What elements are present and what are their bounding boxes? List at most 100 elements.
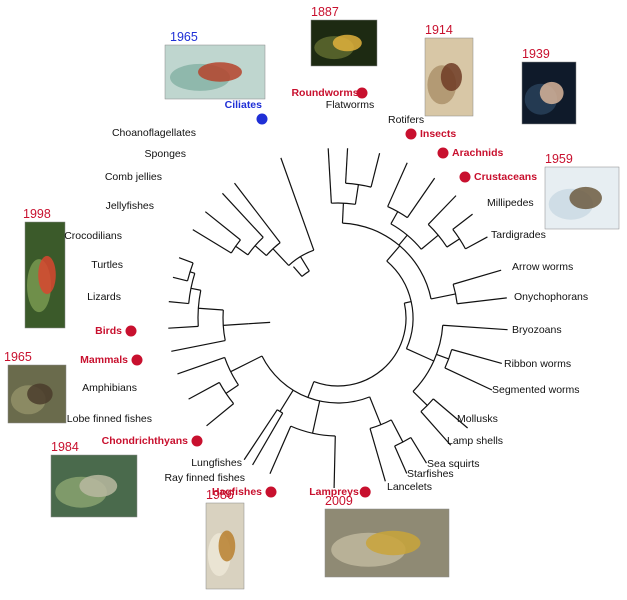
taxon-label-lobe-finned-fishes: Lobe finned fishes <box>67 413 152 425</box>
taxon-label-rotifers: Rotifers <box>388 114 424 126</box>
photo-year: 1986 <box>206 488 234 502</box>
taxon-label-chondrichthyans: Chondrichthyans <box>102 435 188 447</box>
tree-branch <box>404 301 412 304</box>
photo-subject <box>79 474 118 498</box>
tree-branch <box>168 325 199 329</box>
taxon-label-crustaceans: Crustaceans <box>474 171 537 183</box>
tree-arc <box>342 222 432 300</box>
tree-branch <box>406 177 436 218</box>
taxon-label-comb-jellies: Comb jellies <box>105 171 162 183</box>
taxon-label-sponges: Sponges <box>145 148 186 160</box>
tree-branch <box>420 411 452 446</box>
tree-branch <box>410 437 427 464</box>
tree-branch <box>230 355 263 373</box>
photo-year: 1887 <box>311 5 339 19</box>
tree-branch <box>178 257 194 264</box>
taxon-label-amphibians: Amphibians <box>82 382 137 394</box>
hagfish-photo: 1986 <box>205 488 245 590</box>
taxon-label-bryozoans: Bryozoans <box>512 324 562 336</box>
marker-dot-birds <box>125 325 137 337</box>
tree-branch <box>204 211 241 241</box>
photo-subject <box>365 530 421 556</box>
tree-branch <box>451 348 502 364</box>
photo-year: 1939 <box>522 47 550 61</box>
tree-branch <box>234 182 281 244</box>
tree-branches <box>168 148 508 488</box>
photo-subject <box>539 81 564 105</box>
taxon-label-segmented-worms: Segmented worms <box>492 384 580 396</box>
tree-branch <box>172 276 188 282</box>
tree-branch <box>299 256 310 272</box>
tree-branch <box>243 409 278 461</box>
water-flea-photo: 1959 <box>544 152 620 230</box>
tree-arc <box>186 262 194 282</box>
tree-branch <box>452 269 502 285</box>
finch-photo: 1998 <box>23 207 66 329</box>
taxon-label-jellyfishes: Jellyfishes <box>106 200 154 212</box>
tree-branch <box>442 324 508 331</box>
photo-subject <box>440 62 462 92</box>
tree-branch <box>370 153 381 188</box>
tree-branch <box>398 234 408 246</box>
tree-branch <box>390 419 404 443</box>
tree-arc <box>452 229 466 250</box>
tree-branch <box>390 211 399 225</box>
lamprey-photo: 2009 <box>324 494 450 578</box>
photo-subject <box>569 186 602 210</box>
tree-branch <box>248 321 271 325</box>
tree-branch <box>190 287 201 291</box>
tree-arc <box>197 290 202 327</box>
tree-arc <box>218 382 235 404</box>
tree-branch <box>444 367 493 391</box>
marker-dot-arachnids <box>437 147 449 159</box>
tree-branch <box>206 403 234 427</box>
tree-branch <box>252 412 284 466</box>
marker-dot-hagfishes <box>265 486 277 498</box>
tree-branch <box>327 148 332 204</box>
taxon-label-lizards: Lizards <box>87 291 121 303</box>
tree-arc <box>261 355 370 404</box>
shrew-photo: 1965 <box>4 350 67 424</box>
taxon-label-lancelets: Lancelets <box>387 481 432 493</box>
taxon-label-birds: Birds <box>95 325 122 337</box>
tree-branch <box>311 400 321 434</box>
photo-year: 1998 <box>23 207 51 221</box>
marker-dot-lampreys <box>359 486 371 498</box>
photo-year: 1965 <box>4 350 32 364</box>
tree-branch <box>189 271 195 274</box>
tree-branch <box>235 245 249 256</box>
taxon-label-mammals: Mammals <box>80 354 128 366</box>
tree-branch <box>420 234 439 250</box>
tree-branch <box>436 353 449 360</box>
tree-arc <box>230 239 241 254</box>
photo-subject <box>198 62 242 82</box>
tree-branch <box>406 348 435 362</box>
taxon-label-insects: Insects <box>420 128 456 140</box>
taxon-label-lamp-shells: Lamp shells <box>447 435 503 447</box>
taxon-label-lungfishes: Lungfishes <box>191 457 242 469</box>
taxon-label-sea-squirts: Sea squirts <box>427 458 480 470</box>
tree-branch <box>225 384 239 394</box>
photo-subject <box>332 34 362 52</box>
tree-branch <box>177 356 225 375</box>
photo-year: 1965 <box>170 30 198 44</box>
tree-arc <box>313 302 407 387</box>
tree-branch <box>452 213 473 230</box>
tree-branch <box>427 195 457 225</box>
tree-branch <box>307 381 315 398</box>
taxon-label-ribbon-worms: Ribbon worms <box>504 358 571 370</box>
tree-arc <box>420 398 434 413</box>
taxon-label-turtles: Turtles <box>91 259 123 271</box>
photo-subject <box>27 383 53 405</box>
tree-arc <box>331 202 356 205</box>
tree-branch <box>386 245 401 262</box>
taxon-label-ray-finned-fishes: Ray finned fishes <box>164 472 245 484</box>
tree-branch <box>394 445 408 474</box>
roundworm-photo: 1887 <box>310 5 378 67</box>
taxon-label-lampreys: Lampreys <box>309 486 359 498</box>
tree-branch <box>192 229 232 254</box>
tree-branch <box>223 323 249 326</box>
marker-dot-roundworms <box>356 87 368 99</box>
tree-branch <box>465 236 488 250</box>
